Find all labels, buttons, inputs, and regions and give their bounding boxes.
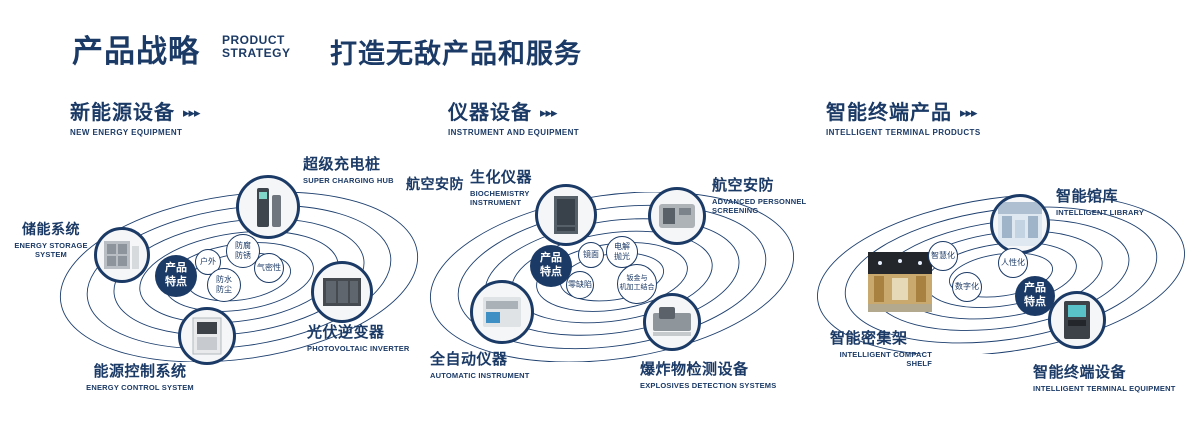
features-badge: 产品 特点 xyxy=(155,255,197,297)
feature-bubble: 零缺陷 xyxy=(566,271,594,299)
feature-bubble: 钣金与 机加工结合 xyxy=(617,264,657,304)
product-circle-explosives-detection xyxy=(643,293,701,351)
section-subtitle: NEW ENERGY EQUIPMENT xyxy=(70,128,183,137)
page-title-en: PRODUCT STRATEGY xyxy=(222,33,291,61)
chevrons-icon: ▸▸▸ xyxy=(540,105,558,120)
feature-bubble: 数字化 xyxy=(952,272,982,302)
product-circle-personnel-screening xyxy=(648,187,706,245)
product-image-photovoltaic-inverter xyxy=(323,278,361,306)
tagline: 打造无敌产品和服务 xyxy=(330,39,582,69)
product-circle-super-charging-hub xyxy=(236,175,300,239)
product-circle-energy-storage xyxy=(94,227,150,283)
product-image-compact-shelf xyxy=(868,252,932,312)
product-label-energy-storage: 储能系统 ENERGY STORAGE SYSTEM xyxy=(14,221,88,259)
feature-bubble: 气密性 xyxy=(254,253,284,283)
product-image-biochemistry xyxy=(554,196,578,234)
page-title: 产品战略 xyxy=(72,34,200,69)
section-title: 仪器设备 xyxy=(448,102,532,124)
product-image-terminal-equipment xyxy=(1064,301,1090,339)
product-label-photovoltaic-inverter: 光伏逆变器 PHOTOVOLTAIC INVERTER xyxy=(307,324,410,353)
section-title: 智能终端产品 xyxy=(826,102,952,124)
feature-bubble: 防水 防尘 xyxy=(207,268,241,302)
product-label-biochemistry: 生化仪器 BIOCHEMISTRY INSTRUMENT xyxy=(470,169,533,207)
features-badge: 产品 特点 xyxy=(530,245,572,287)
section-subtitle: INTELLIGENT TERMINAL PRODUCTS xyxy=(826,128,981,137)
section-header-intelligent-terminals: 智能终端产品 ▸▸▸ INTELLIGENT TERMINAL PRODUCTS xyxy=(826,96,981,137)
product-image-super-charging-hub xyxy=(257,188,281,227)
section-title: 新能源设备 xyxy=(70,102,175,124)
product-circle-automatic-instrument xyxy=(470,280,534,344)
product-circle-photovoltaic-inverter xyxy=(311,261,373,323)
product-image-automatic-instrument xyxy=(483,297,521,327)
product-label-terminal-equipment: 智能终端设备 INTELLIGENT TERMINAL EQUIPMENT xyxy=(1033,364,1176,393)
feature-bubble: 镜面 xyxy=(578,242,604,268)
product-label-explosives-detection: 爆炸物检测设备 EXPLOSIVES DETECTION SYSTEMS xyxy=(640,361,777,390)
product-photo-compact-shelf xyxy=(868,252,932,312)
product-label-super-charging-hub: 超级充电桩 SUPER CHARGING HUB xyxy=(303,156,394,185)
product-circle-energy-control xyxy=(178,307,236,365)
product-image-intelligent-library xyxy=(998,202,1042,246)
feature-bubble: 人性化 xyxy=(998,248,1028,278)
product-circle-biochemistry xyxy=(535,184,597,246)
chevrons-icon: ▸▸▸ xyxy=(183,105,201,120)
section-header-instruments: 仪器设备 ▸▸▸ INSTRUMENT AND EQUIPMENT xyxy=(448,96,579,137)
features-badge: 产品 特点 xyxy=(1015,276,1055,316)
feature-bubble: 智慧化 xyxy=(928,241,958,271)
product-image-explosives-detection xyxy=(653,307,691,336)
chevrons-icon: ▸▸▸ xyxy=(960,105,978,120)
product-image-personnel-screening xyxy=(659,204,695,228)
product-circle-terminal-equipment xyxy=(1048,291,1106,349)
product-image-energy-control xyxy=(192,317,222,355)
product-label-automatic-instrument: 全自动仪器 AUTOMATIC INSTRUMENT xyxy=(430,351,530,380)
product-label-energy-control: 能源控制系统 ENERGY CONTROL SYSTEM xyxy=(86,363,194,392)
product-label-personnel-screening: 航空安防 ADVANCED PERSONNEL SCREENING xyxy=(712,177,807,215)
product-label-intelligent-library: 智能馆库 INTELLIGENT LIBRARY xyxy=(1056,188,1145,217)
product-circle-intelligent-library xyxy=(990,194,1050,254)
orbit-rings-instruments xyxy=(429,192,795,362)
product-image-energy-storage xyxy=(104,241,139,269)
section-header-new-energy: 新能源设备 ▸▸▸ NEW ENERGY EQUIPMENT xyxy=(70,96,201,137)
product-label-compact-shelf: 智能密集架 INTELLIGENT COMPACT SHELF xyxy=(830,330,932,368)
feature-bubble: 电解 抛光 xyxy=(606,236,638,268)
section-subtitle: INSTRUMENT AND EQUIPMENT xyxy=(448,128,580,137)
label-aviation-security: 航空安防 xyxy=(406,176,464,192)
